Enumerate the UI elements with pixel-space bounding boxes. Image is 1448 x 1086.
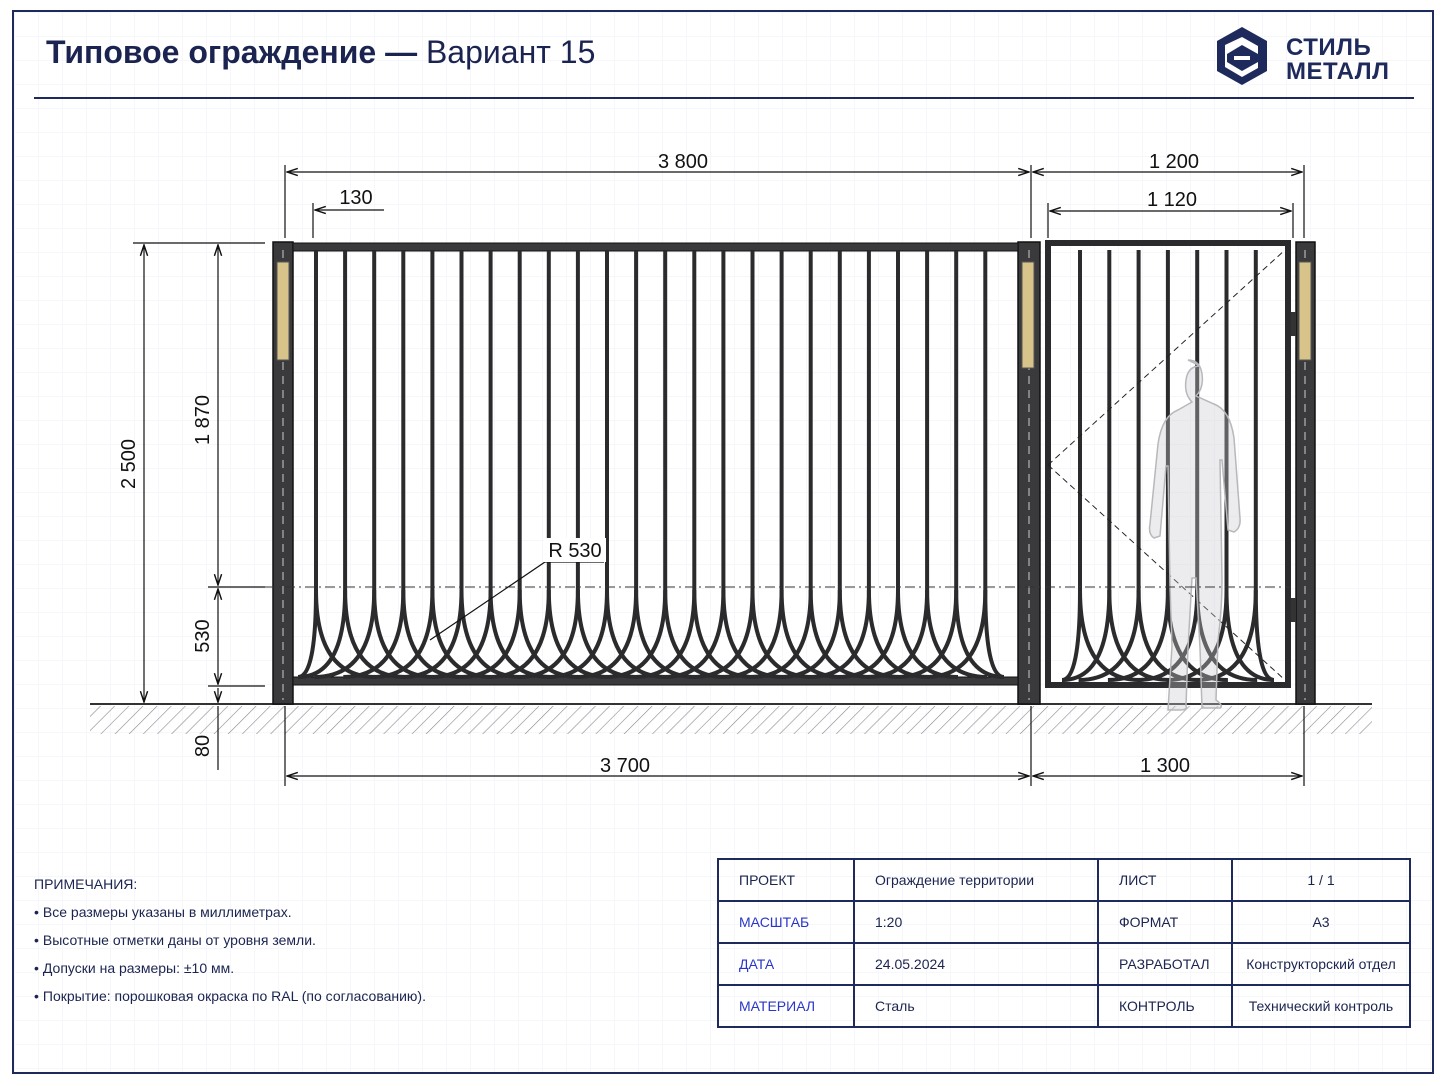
- hinge-plate-left: [276, 261, 290, 361]
- human-silhouette: [1148, 359, 1241, 711]
- page-title: Типовое ограждение — Вариант 15: [46, 34, 595, 71]
- sheet-frame: [12, 10, 1434, 1074]
- title-variant: Вариант 15: [425, 34, 596, 70]
- dim-80: 80: [192, 735, 214, 757]
- dim-1870: 1 870: [192, 395, 214, 445]
- tb-key: ЛИСТ: [1097, 858, 1233, 902]
- dim-1200: 1 200: [1149, 151, 1199, 173]
- tb-key: МАСШТАБ: [717, 900, 855, 944]
- fence-bar: [983, 589, 1005, 679]
- tb-key: КОНТРОЛЬ: [1097, 984, 1233, 1028]
- posts: [272, 241, 1316, 705]
- dim-2500: 2 500: [118, 439, 140, 489]
- note-item: •Все размеры указаны в миллиметрах.: [34, 904, 292, 920]
- logo-icon: [1217, 27, 1267, 85]
- tb-value: Конструкторский отдел: [1231, 942, 1411, 986]
- hinge-plate-mid: [1021, 261, 1035, 369]
- dim-530: 530: [192, 619, 214, 652]
- logo-text: СТИЛЬ МЕТАЛЛ: [1286, 36, 1389, 84]
- note-item: •Покрытие: порошковая окраска по RAL (по…: [34, 988, 426, 1004]
- title-block: ПРОЕКТ Ограждение территории ЛИСТ 1 / 1 …: [717, 858, 1411, 1028]
- tb-key: РАЗРАБОТАЛ: [1097, 942, 1233, 986]
- tb-key: МАТЕРИАЛ: [717, 984, 855, 1028]
- gate-bar: [1061, 250, 1082, 682]
- dim-130: 130: [339, 187, 372, 209]
- notes: ПРИМЕЧАНИЯ: •Все размеры указаны в милли…: [34, 876, 674, 1016]
- dim-3800: 3 800: [658, 151, 708, 173]
- title-block-row: ДАТА 24.05.2024 РАЗРАБОТАЛ Конструкторск…: [717, 942, 1411, 986]
- tb-value: 1:20: [853, 900, 1099, 944]
- title-main: Типовое ограждение: [46, 34, 377, 70]
- tb-key: ПРОЕКТ: [717, 858, 855, 902]
- radius-label-bg: [544, 538, 606, 562]
- fence-bar: [297, 251, 348, 679]
- fence-bar: [297, 251, 318, 679]
- tb-key: ФОРМАТ: [1097, 900, 1233, 944]
- tb-value: 1 / 1: [1231, 858, 1411, 902]
- gate-bar: [1061, 250, 1112, 682]
- gate-bar: [1253, 589, 1275, 682]
- tb-value: Технический контроль: [1231, 984, 1411, 1028]
- tb-value: 24.05.2024: [853, 942, 1099, 986]
- logo-line-2: МЕТАЛЛ: [1286, 58, 1390, 85]
- tb-key: ДАТА: [717, 942, 855, 986]
- hinge-plate-right: [1298, 261, 1312, 361]
- dim-3700: 3 700: [600, 755, 650, 777]
- gate-leaf: [1045, 240, 1291, 688]
- dimension-lines: [133, 165, 1305, 786]
- notes-title: ПРИМЕЧАНИЯ:: [34, 876, 138, 892]
- title-block-row: МАСШТАБ 1:20 ФОРМАТ А3: [717, 900, 1411, 944]
- radius-label: R 530: [548, 540, 601, 562]
- logo-line-1: СТИЛЬ: [1286, 34, 1372, 61]
- dimension-labels: 3 800 1 200 130 1 120 2 500 1 870 530 80…: [118, 151, 1199, 777]
- dim-1120: 1 120: [1147, 189, 1197, 211]
- title-block-row: ПРОЕКТ Ограждение территории ЛИСТ 1 / 1: [717, 858, 1411, 902]
- dim-1300: 1 300: [1140, 755, 1190, 777]
- fence-section: [292, 242, 1019, 686]
- ground: [90, 703, 1372, 734]
- tb-value: Сталь: [853, 984, 1099, 1028]
- note-item: •Допуски на размеры: ±10 мм.: [34, 960, 235, 976]
- title-dash: —: [376, 34, 426, 70]
- title-block-row: МАТЕРИАЛ Сталь КОНТРОЛЬ Технический конт…: [717, 984, 1411, 1028]
- note-item: •Высотные отметки даны от уровня земли.: [34, 932, 316, 948]
- tb-value: А3: [1231, 900, 1411, 944]
- header-divider: [34, 97, 1414, 99]
- tb-value: Ограждение территории: [853, 858, 1099, 902]
